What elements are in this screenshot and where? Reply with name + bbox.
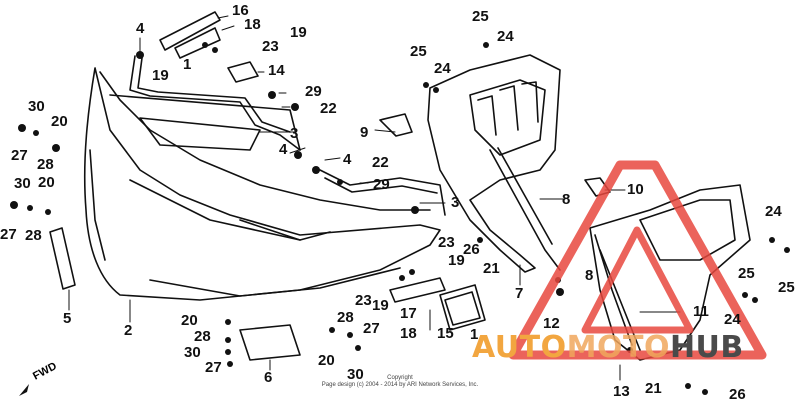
callout-28: 28 — [337, 309, 354, 326]
callout-25: 25 — [738, 265, 755, 282]
callout-22: 22 — [320, 100, 337, 117]
callout-20: 20 — [51, 113, 68, 130]
callout-25: 25 — [472, 8, 489, 25]
callout-30: 30 — [184, 344, 201, 361]
callout-30: 30 — [347, 366, 364, 383]
callout-24: 24 — [724, 311, 741, 328]
callout-24: 24 — [765, 203, 782, 220]
callout-28: 28 — [37, 156, 54, 173]
callout-16: 16 — [232, 2, 249, 19]
callout-20: 20 — [181, 312, 198, 329]
callout-14: 14 — [268, 62, 285, 79]
callout-27: 27 — [205, 359, 222, 376]
callout-22: 22 — [372, 154, 389, 171]
callout-19: 19 — [290, 24, 307, 41]
callout-29: 29 — [305, 83, 322, 100]
copyright-line-2: Page design (c) 2004 - 2014 by ARI Netwo… — [321, 382, 479, 388]
lamp-part-15 — [439, 284, 486, 331]
clip-part-14 — [227, 61, 259, 83]
callout-18: 18 — [244, 16, 261, 33]
callout-11: 11 — [693, 303, 709, 320]
watermark-part-2: MOTO — [566, 330, 670, 365]
callout-30: 30 — [28, 98, 45, 115]
callout-28: 28 — [194, 328, 211, 345]
callout-3: 3 — [451, 194, 460, 211]
callout-27: 27 — [363, 320, 380, 337]
callout-30: 30 — [14, 175, 31, 192]
callout-25: 25 — [410, 43, 427, 60]
callout-7: 7 — [515, 285, 524, 302]
callout-19: 19 — [152, 67, 169, 84]
callout-12: 12 — [543, 315, 560, 332]
callout-20: 20 — [38, 174, 55, 191]
callout-19: 19 — [448, 252, 465, 269]
callout-20: 20 — [318, 352, 335, 369]
callout-18: 18 — [400, 325, 417, 342]
callout-9: 9 — [360, 124, 369, 141]
callout-28: 28 — [25, 227, 42, 244]
callout-23: 23 — [438, 234, 455, 251]
reflector-part-5 — [49, 227, 76, 290]
callout-10: 10 — [627, 181, 644, 198]
bracket-part-9 — [379, 113, 413, 137]
forward-indicator: FWD — [15, 360, 75, 405]
watermark-text: AUTOMOTOHUB — [472, 330, 744, 365]
callout-3: 3 — [290, 125, 299, 142]
callout-19: 19 — [372, 297, 389, 314]
watermark-part-3: HUB — [669, 330, 744, 365]
callout-29: 29 — [373, 176, 390, 193]
callout-24: 24 — [434, 60, 451, 77]
watermark-part-1: AUTO — [472, 330, 567, 365]
callout-8: 8 — [562, 191, 571, 208]
callout-5: 5 — [63, 310, 72, 327]
callout-4: 4 — [136, 20, 145, 37]
trim-part-3-upper — [129, 55, 301, 151]
callout-8: 8 — [585, 267, 594, 284]
copyright-line-1: Copyright — [387, 375, 413, 381]
callout-21: 21 — [483, 260, 500, 277]
watermark-logo — [508, 160, 767, 360]
side-cover-part-8 — [427, 54, 561, 273]
lens-part-6 — [239, 324, 301, 361]
callout-2: 2 — [124, 322, 133, 339]
bracket-part-10 — [584, 177, 611, 197]
callout-15: 15 — [437, 325, 454, 342]
callout-27: 27 — [11, 147, 28, 164]
callout-26: 26 — [729, 386, 746, 403]
lamp-base-part-17 — [389, 277, 446, 303]
bracket-part-16 — [159, 11, 221, 51]
callout-6: 6 — [264, 369, 273, 386]
fwd-arrow-icon — [19, 384, 29, 396]
callout-26: 26 — [463, 241, 480, 258]
callout-23: 23 — [355, 292, 372, 309]
callout-21: 21 — [645, 380, 662, 397]
callout-25: 25 — [778, 279, 795, 296]
callout-1: 1 — [470, 326, 479, 343]
callout-27: 27 — [0, 226, 17, 243]
callout-1: 1 — [183, 56, 192, 73]
callout-24: 24 — [497, 28, 514, 45]
callout-4: 4 — [279, 141, 288, 158]
copyright-notice: Copyright Page design (c) 2004 - 2014 by… — [300, 375, 500, 389]
callout-13: 13 — [613, 383, 630, 400]
callout-23: 23 — [262, 38, 279, 55]
fairing-body-part-2 — [83, 67, 441, 301]
callout-17: 17 — [400, 305, 417, 322]
callout-4: 4 — [343, 151, 352, 168]
